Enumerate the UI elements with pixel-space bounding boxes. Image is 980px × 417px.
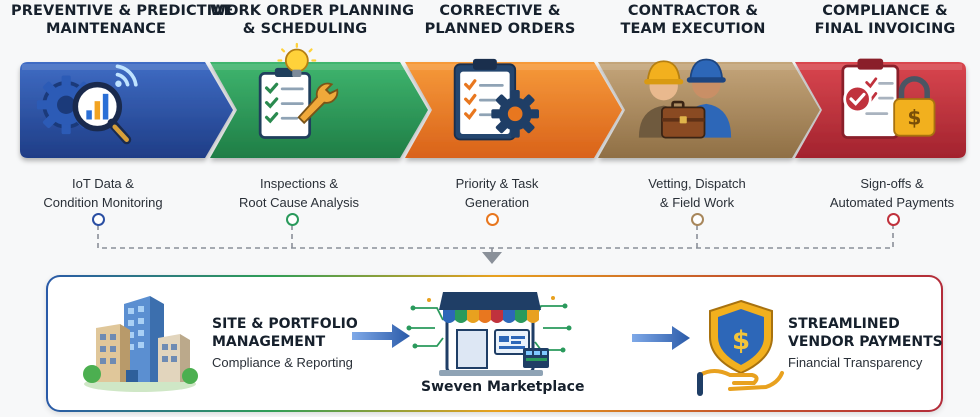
stage-desc-contractor: Vetting, Dispatch & Field Work: [602, 174, 792, 212]
stage-desc-line1: Vetting, Dispatch: [648, 176, 746, 191]
clipboard-gear-icon: [453, 58, 539, 141]
stage-title-compliance: COMPLIANCE & FINAL INVOICING: [790, 2, 980, 38]
stage-title-contractor: CONTRACTOR & TEAM EXECUTION: [598, 2, 788, 38]
workers-briefcase-icon: [638, 58, 732, 139]
svg-text:$: $: [907, 106, 921, 130]
stage-title-line1: COMPLIANCE &: [822, 3, 948, 19]
vendor-payments-subtitle: Financial Transparency: [788, 355, 923, 370]
stage-desc-corrective: Priority & Task Generation: [402, 174, 592, 212]
connector-dot-green: [286, 213, 299, 226]
vendor-payments-title: STREAMLINED VENDOR PAYMENTS: [788, 315, 943, 351]
stage-title-line2: TEAM EXECUTION: [620, 21, 766, 37]
stage-desc-line1: Priority & Task: [455, 176, 539, 191]
buildings-icon: [83, 296, 198, 392]
down-arrow-icon: [482, 252, 502, 264]
stage-title-line2: FINAL INVOICING: [814, 21, 956, 37]
payments-title-line1: STREAMLINED: [788, 316, 900, 332]
site-title-line2: MANAGEMENT: [212, 334, 326, 350]
stage-title-line1: CONTRACTOR &: [627, 3, 759, 19]
marketplace-label: Sweven Marketplace: [421, 379, 585, 395]
stage-desc-work-order: Inspections & Root Cause Analysis: [204, 174, 394, 212]
svg-text:$: $: [732, 326, 750, 356]
stage-title-line2: & SCHEDULING: [242, 21, 368, 37]
stage-title-line1: WORK ORDER PLANNING: [210, 3, 415, 19]
stage-title-corrective: CORRECTIVE & PLANNED ORDERS: [405, 2, 595, 38]
stage-title-line1: CORRECTIVE &: [439, 3, 561, 19]
stage-desc-line2: Generation: [464, 195, 530, 210]
stage-title-preventive: PREVENTIVE & PREDICTIVE MAINTENANCE: [11, 2, 234, 38]
analytics-magnifier-gear-icon: [36, 64, 138, 145]
storefront-icon: [406, 292, 572, 376]
site-portfolio-subtitle: Compliance & Reporting: [212, 355, 353, 370]
stage-title-line2: MAINTENANCE: [45, 21, 167, 37]
checklist-lightbulb-wrench-icon: [258, 42, 339, 139]
dashed-connector: [97, 225, 894, 258]
connector-dot-tan: [691, 213, 704, 226]
stage-desc-line1: Inspections &: [259, 176, 339, 191]
flow-arrow-icon: [352, 324, 410, 348]
stage-desc-line2: Root Cause Analysis: [239, 195, 359, 210]
stage-desc-preventive: IoT Data & Condition Monitoring: [8, 174, 198, 212]
flow-arrow-icon: [632, 326, 690, 350]
connector-dot-orange: [486, 213, 499, 226]
stage-title-line1: PREVENTIVE & PREDICTIVE: [11, 3, 234, 19]
invoice-lock-icon: $: [841, 58, 936, 139]
payments-title-line2: VENDOR PAYMENTS: [788, 334, 943, 350]
stage-desc-compliance: Sign-offs & Automated Payments: [797, 174, 980, 212]
stage-title-line2: PLANNED ORDERS: [424, 21, 576, 37]
stage-desc-line1: IoT Data &: [72, 176, 134, 191]
stage-desc-line2: Condition Monitoring: [43, 195, 163, 210]
site-portfolio-title: SITE & PORTFOLIO MANAGEMENT: [212, 315, 358, 351]
stage-desc-line2: Automated Payments: [829, 195, 955, 210]
site-title-line1: SITE & PORTFOLIO: [212, 316, 358, 332]
stage-desc-line2: & Field Work: [659, 195, 735, 210]
shield-dollar-hand-icon: $: [697, 299, 784, 396]
stage-desc-line1: Sign-offs &: [860, 176, 924, 191]
connector-dot-blue: [92, 213, 105, 226]
stage-title-work-order: WORK ORDER PLANNING & SCHEDULING: [210, 2, 415, 38]
connector-dot-red: [887, 213, 900, 226]
